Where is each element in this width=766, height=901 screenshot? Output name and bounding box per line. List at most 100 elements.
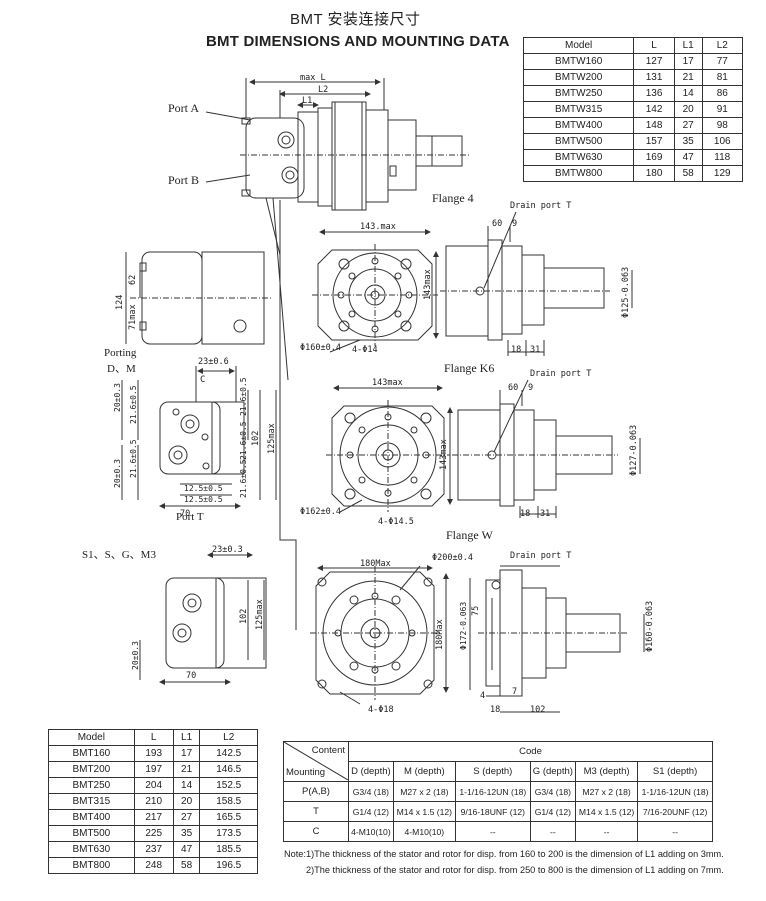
dim-text: Φ200±0.4	[432, 553, 473, 563]
dim-max-l: max L	[300, 73, 326, 83]
dim-text: 18	[490, 705, 500, 715]
table-cell: BMT500	[48, 825, 135, 842]
mounting-cell: P(A,B)	[283, 781, 349, 802]
dim-text: 31	[530, 345, 540, 355]
porting-s-view	[165, 577, 267, 669]
table-cell: --	[637, 821, 713, 842]
motor-side-partial-view	[130, 251, 272, 345]
table-cell: 152.5	[199, 777, 258, 794]
dim-text: 21.6±0.5	[239, 377, 248, 416]
flange-k6-front-view	[326, 400, 450, 512]
corner-diagonal	[284, 742, 348, 780]
port-t-label: Port T	[176, 511, 204, 523]
dim-text: Φ172-0.063	[459, 602, 468, 650]
table-cell: 217	[133, 809, 174, 826]
dim-text: 70	[180, 509, 190, 519]
table-cell: --	[529, 821, 577, 842]
table-cell: 165.5	[199, 809, 258, 826]
dim-text: 12.5±0.5	[184, 484, 223, 493]
dim-text: 20±0.3	[113, 383, 122, 412]
table-cell: 27	[172, 809, 201, 826]
dim-text: 18	[511, 345, 521, 355]
dim-text: 143.max	[360, 222, 396, 232]
table-cell: 158.5	[199, 793, 258, 810]
porting-label: Porting	[104, 347, 137, 359]
table-cell: 185.5	[199, 841, 258, 858]
notes: Note:1)The thickness of the stator and r…	[284, 846, 724, 878]
table-cell: 47	[172, 841, 201, 858]
table-cell: 131	[633, 69, 675, 86]
column-header: Model	[48, 729, 135, 746]
table-cell: M14 x 1.5 (12)	[392, 801, 456, 822]
table-cell: 35	[172, 825, 201, 842]
table-cell: M14 x 1.5 (12)	[575, 801, 639, 822]
dim-text: 21.6±0.5	[239, 421, 248, 460]
table-cell: 1-1/16-12UN (18)	[454, 781, 531, 802]
flange-k6-label: Flange K6	[444, 361, 494, 375]
dim-text: 125max	[255, 599, 265, 630]
dim-text: 71max	[128, 304, 138, 330]
table-cell: 9/16-18UNF (12)	[454, 801, 531, 822]
column-header: L1	[172, 729, 201, 746]
table-cell: 91	[701, 101, 744, 118]
table-row: P(A,B)G3/4 (18)M27 x 2 (18)1-1/16-12UN (…	[283, 781, 713, 802]
table-cell: 129	[701, 165, 744, 182]
code-column-header: M (depth)	[392, 761, 456, 782]
note-1: Note:1)The thickness of the stator and r…	[284, 849, 724, 859]
column-header: L2	[199, 729, 258, 746]
dim-text: Φ160±0.4	[300, 343, 341, 353]
dim-text: 70	[186, 671, 196, 681]
dim-text: 143max	[439, 439, 449, 470]
table-cell: 21	[172, 761, 201, 778]
corner-content-label: Content	[311, 745, 345, 756]
table-cell: --	[575, 821, 639, 842]
port-code-table: Content Mounting Code D (depth)M (depth)…	[283, 741, 713, 842]
column-header: L	[133, 729, 174, 746]
flange-4-front-view	[312, 244, 438, 346]
flange-4-side-view	[440, 239, 610, 341]
table-cell: BMT200	[48, 761, 135, 778]
code-column-header: S1 (depth)	[637, 761, 713, 782]
c-label: C	[200, 375, 205, 385]
dim-text: 20±0.3	[113, 459, 122, 488]
dim-text: 4-Φ14.5	[378, 517, 414, 527]
table-cell: 248	[133, 857, 174, 874]
dim-text: 4-Φ18	[368, 705, 394, 715]
flange-w-label: Flange W	[446, 528, 493, 542]
table-cell: 7/16-20UNF (12)	[637, 801, 713, 822]
dim-text: 102	[530, 705, 545, 715]
port-b-label: Port B	[168, 173, 199, 187]
drain-label-flange-k6: Drain port T	[530, 369, 591, 379]
table-cell: M27 x 2 (18)	[392, 781, 456, 802]
dim-text: Φ125-0.063	[621, 267, 631, 318]
table-cell: 237	[133, 841, 174, 858]
table-cell: 148	[633, 117, 675, 134]
dim-text: Φ127-0.063	[629, 425, 639, 476]
table-cell: G3/4 (18)	[348, 781, 394, 802]
table-cell: 4-M10(10)	[348, 821, 394, 842]
table-cell: 142	[633, 101, 675, 118]
table-cell: 20	[172, 793, 201, 810]
dim-text: Φ160-0.063	[645, 601, 655, 652]
code-header: Code	[348, 741, 713, 762]
table-cell: 17	[172, 745, 201, 762]
dm-label: D、M	[107, 363, 136, 375]
table-cell: BMT250	[48, 777, 135, 794]
dim-text: 21.6±0.5	[129, 439, 138, 478]
code-column-header: G (depth)	[529, 761, 577, 782]
dim-text: 9	[528, 383, 533, 393]
table-cell: 142.5	[199, 745, 258, 762]
dim-text: 9	[512, 219, 517, 229]
table-cell: 210	[133, 793, 174, 810]
table-cell: --	[454, 821, 531, 842]
